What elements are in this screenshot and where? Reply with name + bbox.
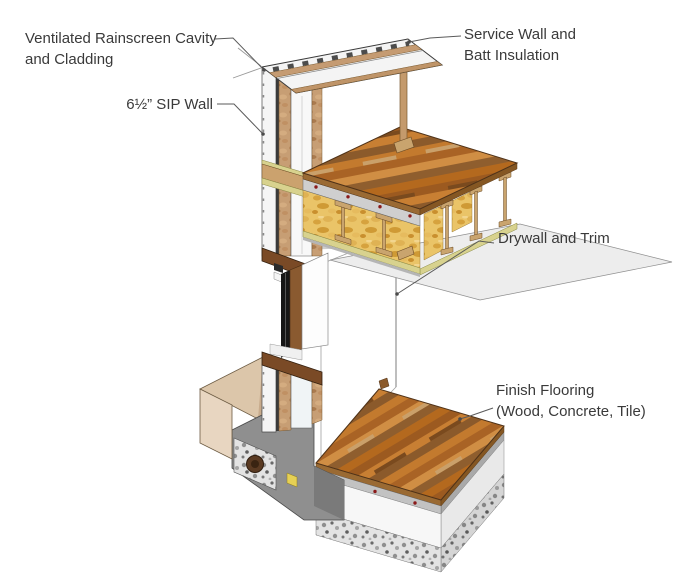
head-hardware <box>274 263 283 273</box>
label-rainscreen-line2: and Cladding <box>25 51 114 68</box>
sill-trim <box>269 343 303 361</box>
gravel-layer <box>315 510 442 573</box>
earth-block-front <box>199 388 233 460</box>
label-sip-wall-line1: 6½” SIP Wall <box>126 96 213 113</box>
window-reveal <box>301 252 329 350</box>
window-section <box>261 247 329 386</box>
window-jamb <box>289 264 303 353</box>
leader-lines <box>214 35 495 420</box>
label-rainscreen-line1: Ventilated Rainscreen Cavity <box>25 30 217 47</box>
foundation-gravel-pipe <box>233 437 277 491</box>
ceiling-drywall-sheet <box>329 223 673 301</box>
finish-flooring-surface <box>315 388 505 501</box>
upper-floor-deck <box>301 126 519 277</box>
service-top-plate <box>290 61 443 94</box>
leader-service <box>408 35 462 43</box>
leader-sip <box>217 103 264 135</box>
leader-flooring <box>459 407 494 420</box>
sill-seal <box>286 472 298 488</box>
label-drywall: Drywall and Trim <box>498 228 610 249</box>
baseplate-pin <box>378 377 390 390</box>
leader-drywall <box>396 240 495 295</box>
label-service-wall: Service Wall and Batt Insulation <box>464 24 576 66</box>
label-flooring: Finish Flooring (Wood, Concrete, Tile) <box>496 380 646 422</box>
label-flooring-line1: Finish Flooring <box>496 382 595 399</box>
wall-top-cut <box>260 38 444 94</box>
label-service-wall-line2: Batt Insulation <box>464 47 560 64</box>
label-drywall-line1: Drywall and Trim <box>498 230 610 247</box>
label-rainscreen: Ventilated Rainscreen Cavity and Claddin… <box>25 28 217 70</box>
floor-surface <box>301 126 519 210</box>
leader-rainscreen <box>214 37 265 71</box>
label-service-wall-line1: Service Wall and <box>464 26 576 43</box>
batten-top <box>268 44 423 78</box>
window-sill <box>261 351 323 386</box>
i-joist-profile <box>334 199 393 258</box>
batt-insulation-bay <box>451 190 473 233</box>
lower-floor-slab <box>315 377 505 573</box>
label-flooring-line2: (Wood, Concrete, Tile) <box>496 403 646 420</box>
leader-dots <box>261 40 462 421</box>
label-sip-wall: 6½” SIP Wall <box>60 94 213 115</box>
